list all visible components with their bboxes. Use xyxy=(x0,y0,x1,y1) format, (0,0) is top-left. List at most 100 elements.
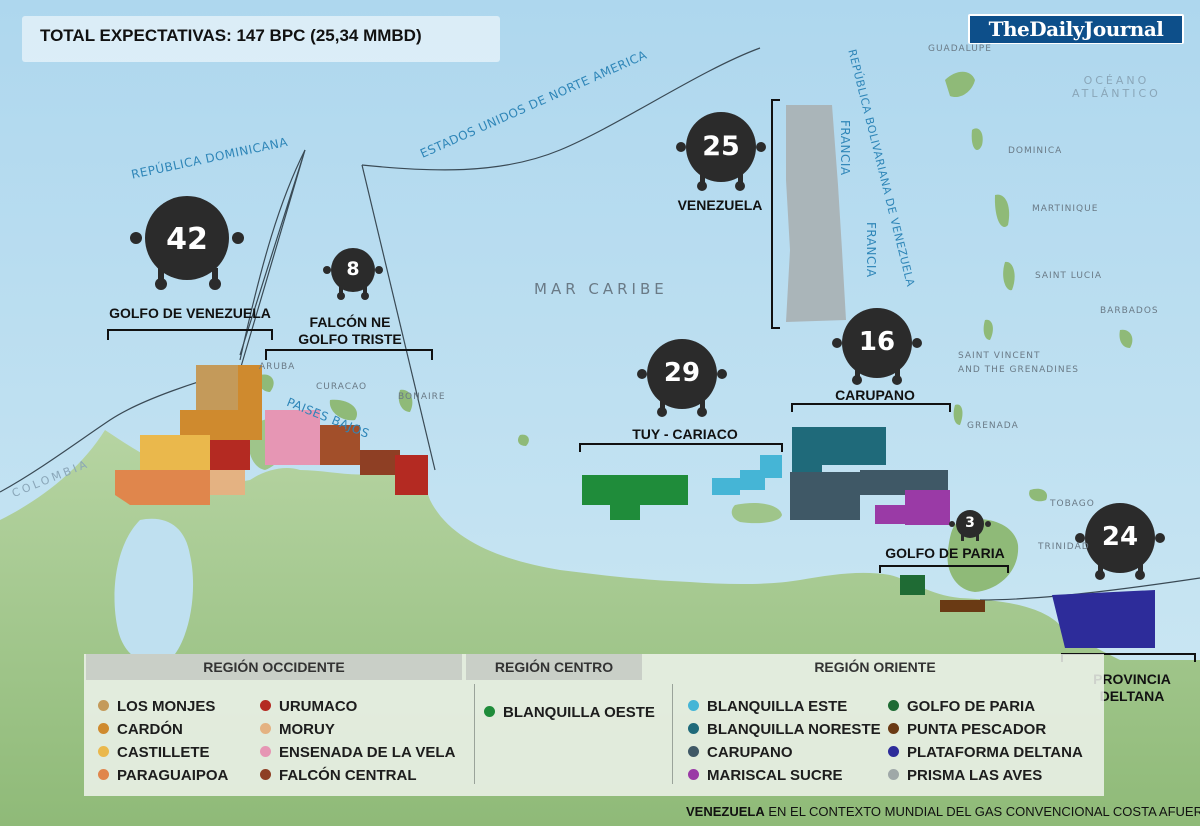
legend-item: BLANQUILLA NORESTE xyxy=(688,721,881,744)
label-guadalupe: GUADALUPE xyxy=(928,44,992,54)
label-saint-vincent: SAINT VINCENT AND THE GRENADINES xyxy=(958,351,1080,375)
legend-item: PARAGUAIPOA xyxy=(98,767,228,790)
label-martinique: MARTINIQUE xyxy=(1032,204,1099,214)
blob-24 xyxy=(1075,503,1165,580)
label-tobago: TOBAGO xyxy=(1050,499,1095,509)
legend-label: PUNTA PESCADOR xyxy=(907,721,1047,738)
region-label-golfo-venezuela: GOLFO DE VENEZUELA xyxy=(109,305,271,321)
legend-divider xyxy=(672,684,673,784)
brand-name: TheDailyJournal xyxy=(970,16,1182,43)
header-box xyxy=(22,16,500,62)
legend-label: BLANQUILLA ESTE xyxy=(707,698,848,715)
label-mar-caribe: MAR CARIBE xyxy=(534,280,668,298)
legend-dot-icon xyxy=(688,746,699,757)
legend-header-centro: REGIÓN CENTRO xyxy=(466,654,642,680)
marker-value: 25 xyxy=(702,131,740,162)
legend-label: CARDÓN xyxy=(117,721,183,738)
legend-label: PLATAFORMA DELTANA xyxy=(907,744,1083,761)
legend-label: URUMACO xyxy=(279,698,358,715)
legend-item: CARDÓN xyxy=(98,721,228,744)
legend-col-oriente-2: GOLFO DE PARIA PUNTA PESCADOR PLATAFORMA D… xyxy=(888,698,1083,790)
legend-dot-icon xyxy=(98,723,109,734)
marker-tuy-cariaco: 29 xyxy=(664,358,700,388)
legend-col-centro: BLANQUILLA OESTE xyxy=(484,704,655,727)
region-label-falcon: FALCÓN NE GOLFO TRISTE xyxy=(298,314,402,347)
marker-golfo-paria: 3 xyxy=(965,515,975,531)
marker-value: 24 xyxy=(1101,522,1139,552)
region-label-carupano: CARUPANO xyxy=(835,387,915,403)
legend-dot-icon xyxy=(260,746,271,757)
region-label-tuy-cariaco: TUY - CARIACO xyxy=(632,426,738,442)
blocks-oriente xyxy=(712,427,1155,648)
blob-3 xyxy=(949,510,991,541)
legend-dot-icon xyxy=(260,769,271,780)
legend-item: PRISMA LAS AVES xyxy=(888,767,1083,790)
label-dominica: DOMINICA xyxy=(1008,146,1063,156)
block-prisma-las-aves xyxy=(786,105,846,322)
region-label-provincia-deltana: PROVINCIA DELTANA xyxy=(1093,671,1171,704)
legend-label: PARAGUAIPOA xyxy=(117,767,229,784)
legend-dot-icon xyxy=(888,746,899,757)
legend-dot-icon xyxy=(888,723,899,734)
legend-divider xyxy=(474,684,475,784)
blob-29 xyxy=(637,339,727,417)
marker-value: 42 xyxy=(166,222,208,257)
legend-header-oriente: REGIÓN ORIENTE xyxy=(814,659,936,675)
label-aruba: ARUBA xyxy=(259,362,296,372)
blocks-occidente xyxy=(115,365,428,505)
legend-item: BLANQUILLA ESTE xyxy=(688,698,881,721)
legend-item: CARUPANO xyxy=(688,744,881,767)
footer-caption: VENEZUELA EN EL CONTEXTO MUNDIAL DEL GAS… xyxy=(686,804,1200,819)
legend-item: URUMACO xyxy=(260,698,455,721)
legend-dot-icon xyxy=(688,769,699,780)
legend-label: BLANQUILLA OESTE xyxy=(503,704,655,721)
legend-label: MORUY xyxy=(279,721,335,738)
legend-col-occidente-2: URUMACO MORUY ENSENADA DE LA VELA FALCÓN CE… xyxy=(260,698,455,790)
lesser-antilles xyxy=(258,71,1133,502)
footer-rest: EN EL CONTEXTO MUNDIAL DEL GAS CONVENCIO… xyxy=(764,804,1200,819)
legend-item: PUNTA PESCADOR xyxy=(888,721,1083,744)
marker-value: 16 xyxy=(858,327,896,357)
label-francia-1: FRANCIA xyxy=(838,120,852,176)
legend-label: ENSENADA DE LA VELA xyxy=(279,744,456,761)
legend-item: MARISCAL SUCRE xyxy=(688,767,881,790)
legend-label: LOS MONJES xyxy=(117,698,216,715)
region-label-venezuela: VENEZUELA xyxy=(677,197,763,213)
marker-blobs xyxy=(130,112,1165,580)
label-oceano-atlantico: OCÉANO ATLÁNTICO xyxy=(1072,74,1161,100)
label-francia-2: FRANCIA xyxy=(864,222,878,278)
legend-label: MARISCAL SUCRE xyxy=(707,767,843,784)
legend-dot-icon xyxy=(688,723,699,734)
legend-dot-icon xyxy=(484,706,495,717)
blob-42 xyxy=(130,196,244,290)
marker-falcon: 8 xyxy=(346,258,359,280)
blob-16 xyxy=(832,308,922,385)
lake-maracaibo xyxy=(114,518,194,664)
legend-label: GOLFO DE PARIA xyxy=(907,698,1036,715)
legend-dot-icon xyxy=(688,700,699,711)
label-barbados: BARBADOS xyxy=(1100,306,1159,316)
legend-dot-icon xyxy=(98,769,109,780)
legend-dot-icon xyxy=(888,700,899,711)
marker-value: 8 xyxy=(346,258,360,280)
blob-8 xyxy=(323,248,383,300)
label-bonaire: BONAIRE xyxy=(398,392,446,402)
brand-logo: TheDailyJournal xyxy=(968,14,1184,44)
legend-label: BLANQUILLA NORESTE xyxy=(707,721,881,738)
legend-item: FALCÓN CENTRAL xyxy=(260,767,455,790)
marker-provincia-deltana: 24 xyxy=(1102,522,1138,552)
marker-carupano: 16 xyxy=(859,327,895,357)
legend-label: CARUPANO xyxy=(707,744,793,761)
legend-dot-icon xyxy=(98,746,109,757)
legend-label: PRISMA LAS AVES xyxy=(907,767,1043,784)
legend-item: CASTILLETE xyxy=(98,744,228,767)
marker-value: 3 xyxy=(965,515,975,531)
label-trinidad: TRINIDAD xyxy=(1038,542,1090,552)
legend-item: LOS MONJES xyxy=(98,698,228,721)
legend-label: FALCÓN CENTRAL xyxy=(279,767,417,784)
legend-item: PLATAFORMA DELTANA xyxy=(888,744,1083,767)
legend-item: ENSENADA DE LA VELA xyxy=(260,744,455,767)
legend-item: GOLFO DE PARIA xyxy=(888,698,1083,721)
legend-item: BLANQUILLA OESTE xyxy=(484,704,655,727)
